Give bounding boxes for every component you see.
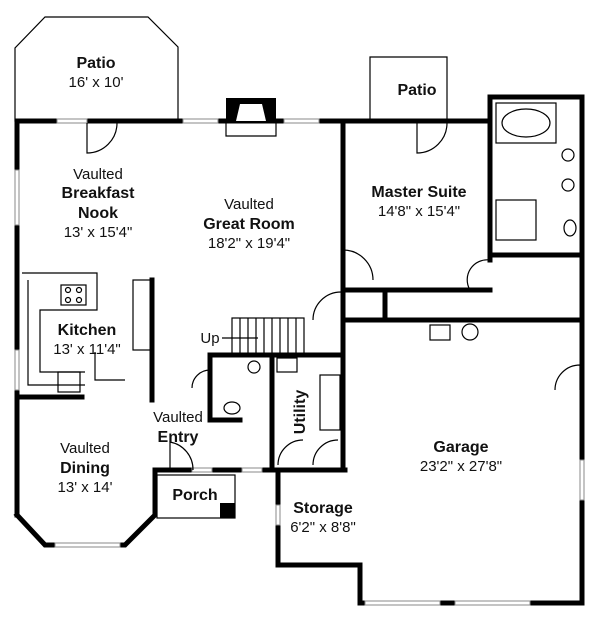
kitchen-counters: [22, 272, 154, 393]
entry-label: Entry: [158, 429, 199, 446]
master-suite-size: 14'8" x 15'4": [378, 203, 460, 220]
dining-label: Dining: [60, 460, 110, 477]
great-room-label: Great Room: [203, 216, 295, 233]
nook-label-1: Breakfast: [62, 185, 136, 202]
porch-label: Porch: [172, 487, 217, 504]
great-room-size: 18'2" x 19'4": [208, 235, 290, 252]
entry-prefix: Vaulted: [153, 409, 203, 426]
storage-label: Storage: [293, 500, 353, 517]
storage-size: 6'2" x 8'8": [290, 519, 356, 536]
stairs: [222, 317, 305, 356]
utility-label: Utility: [292, 390, 309, 435]
patio-left-size: 16' x 10': [69, 74, 124, 91]
nook-size: 13' x 15'4": [64, 224, 133, 241]
porch-outline: [156, 474, 236, 519]
fireplace: [225, 98, 277, 137]
patio-left-label: Patio: [76, 55, 115, 72]
nook-prefix: Vaulted: [73, 166, 123, 183]
dining-size: 13' x 14': [58, 479, 113, 496]
patio-right-label: Patio: [397, 82, 436, 99]
kitchen-size: 13' x 11'4": [53, 341, 121, 358]
master-suite-label: Master Suite: [371, 184, 466, 201]
bath-fixtures: [223, 102, 577, 431]
windows: [14, 118, 585, 606]
stairs-label: Up: [200, 330, 219, 347]
porch-column: [220, 503, 235, 518]
patio-right-outline: [369, 56, 448, 121]
kitchen-label: Kitchen: [58, 322, 117, 339]
garage-label: Garage: [433, 439, 488, 456]
nook-label-2: Nook: [78, 205, 118, 222]
garage-size: 23'2" x 27'8": [420, 458, 502, 475]
great-room-prefix: Vaulted: [224, 196, 274, 213]
dining-prefix: Vaulted: [60, 440, 110, 457]
doors: [86, 122, 581, 471]
